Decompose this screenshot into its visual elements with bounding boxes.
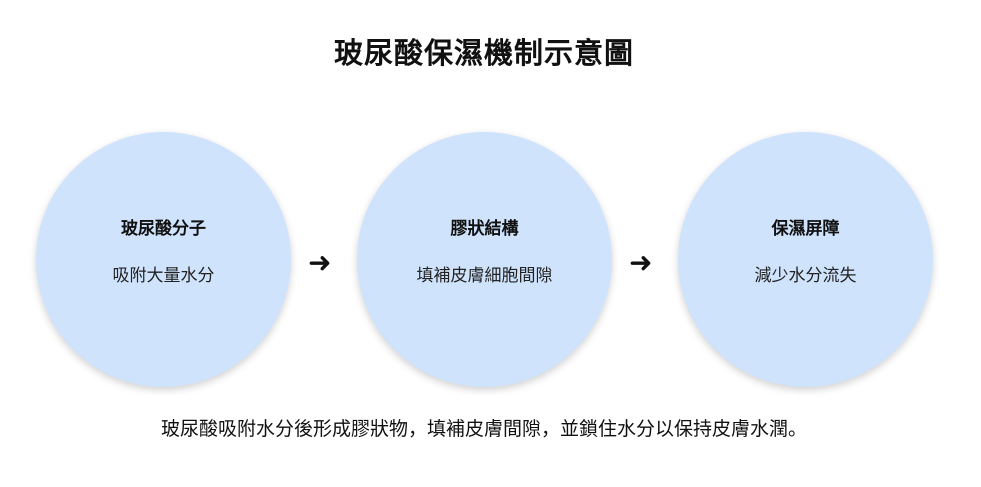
step-gel-structure: 膠狀結構 填補皮膚細胞間隙	[357, 132, 612, 387]
diagram-caption: 玻尿酸吸附水分後形成膠狀物，填補皮膚間隙，並鎖住水分以保持皮膚水潤。	[160, 418, 807, 440]
step-description: 填補皮膚細胞間隙	[416, 266, 553, 286]
step-description: 吸附大量水分	[112, 266, 215, 286]
step-title: 膠狀結構	[450, 219, 519, 239]
step-title: 玻尿酸分子	[121, 219, 206, 239]
arrow-right-icon: ➜	[629, 246, 653, 279]
step-moisture-barrier: 保濕屏障 減少水分流失	[678, 132, 933, 387]
step-title: 保濕屏障	[771, 219, 840, 239]
step-hyaluronic-molecule: 玻尿酸分子 吸附大量水分	[36, 132, 291, 387]
diagram-title: 玻尿酸保濕機制示意圖	[333, 36, 634, 70]
arrow-right-icon: ➜	[308, 246, 332, 279]
step-description: 減少水分流失	[754, 266, 857, 286]
